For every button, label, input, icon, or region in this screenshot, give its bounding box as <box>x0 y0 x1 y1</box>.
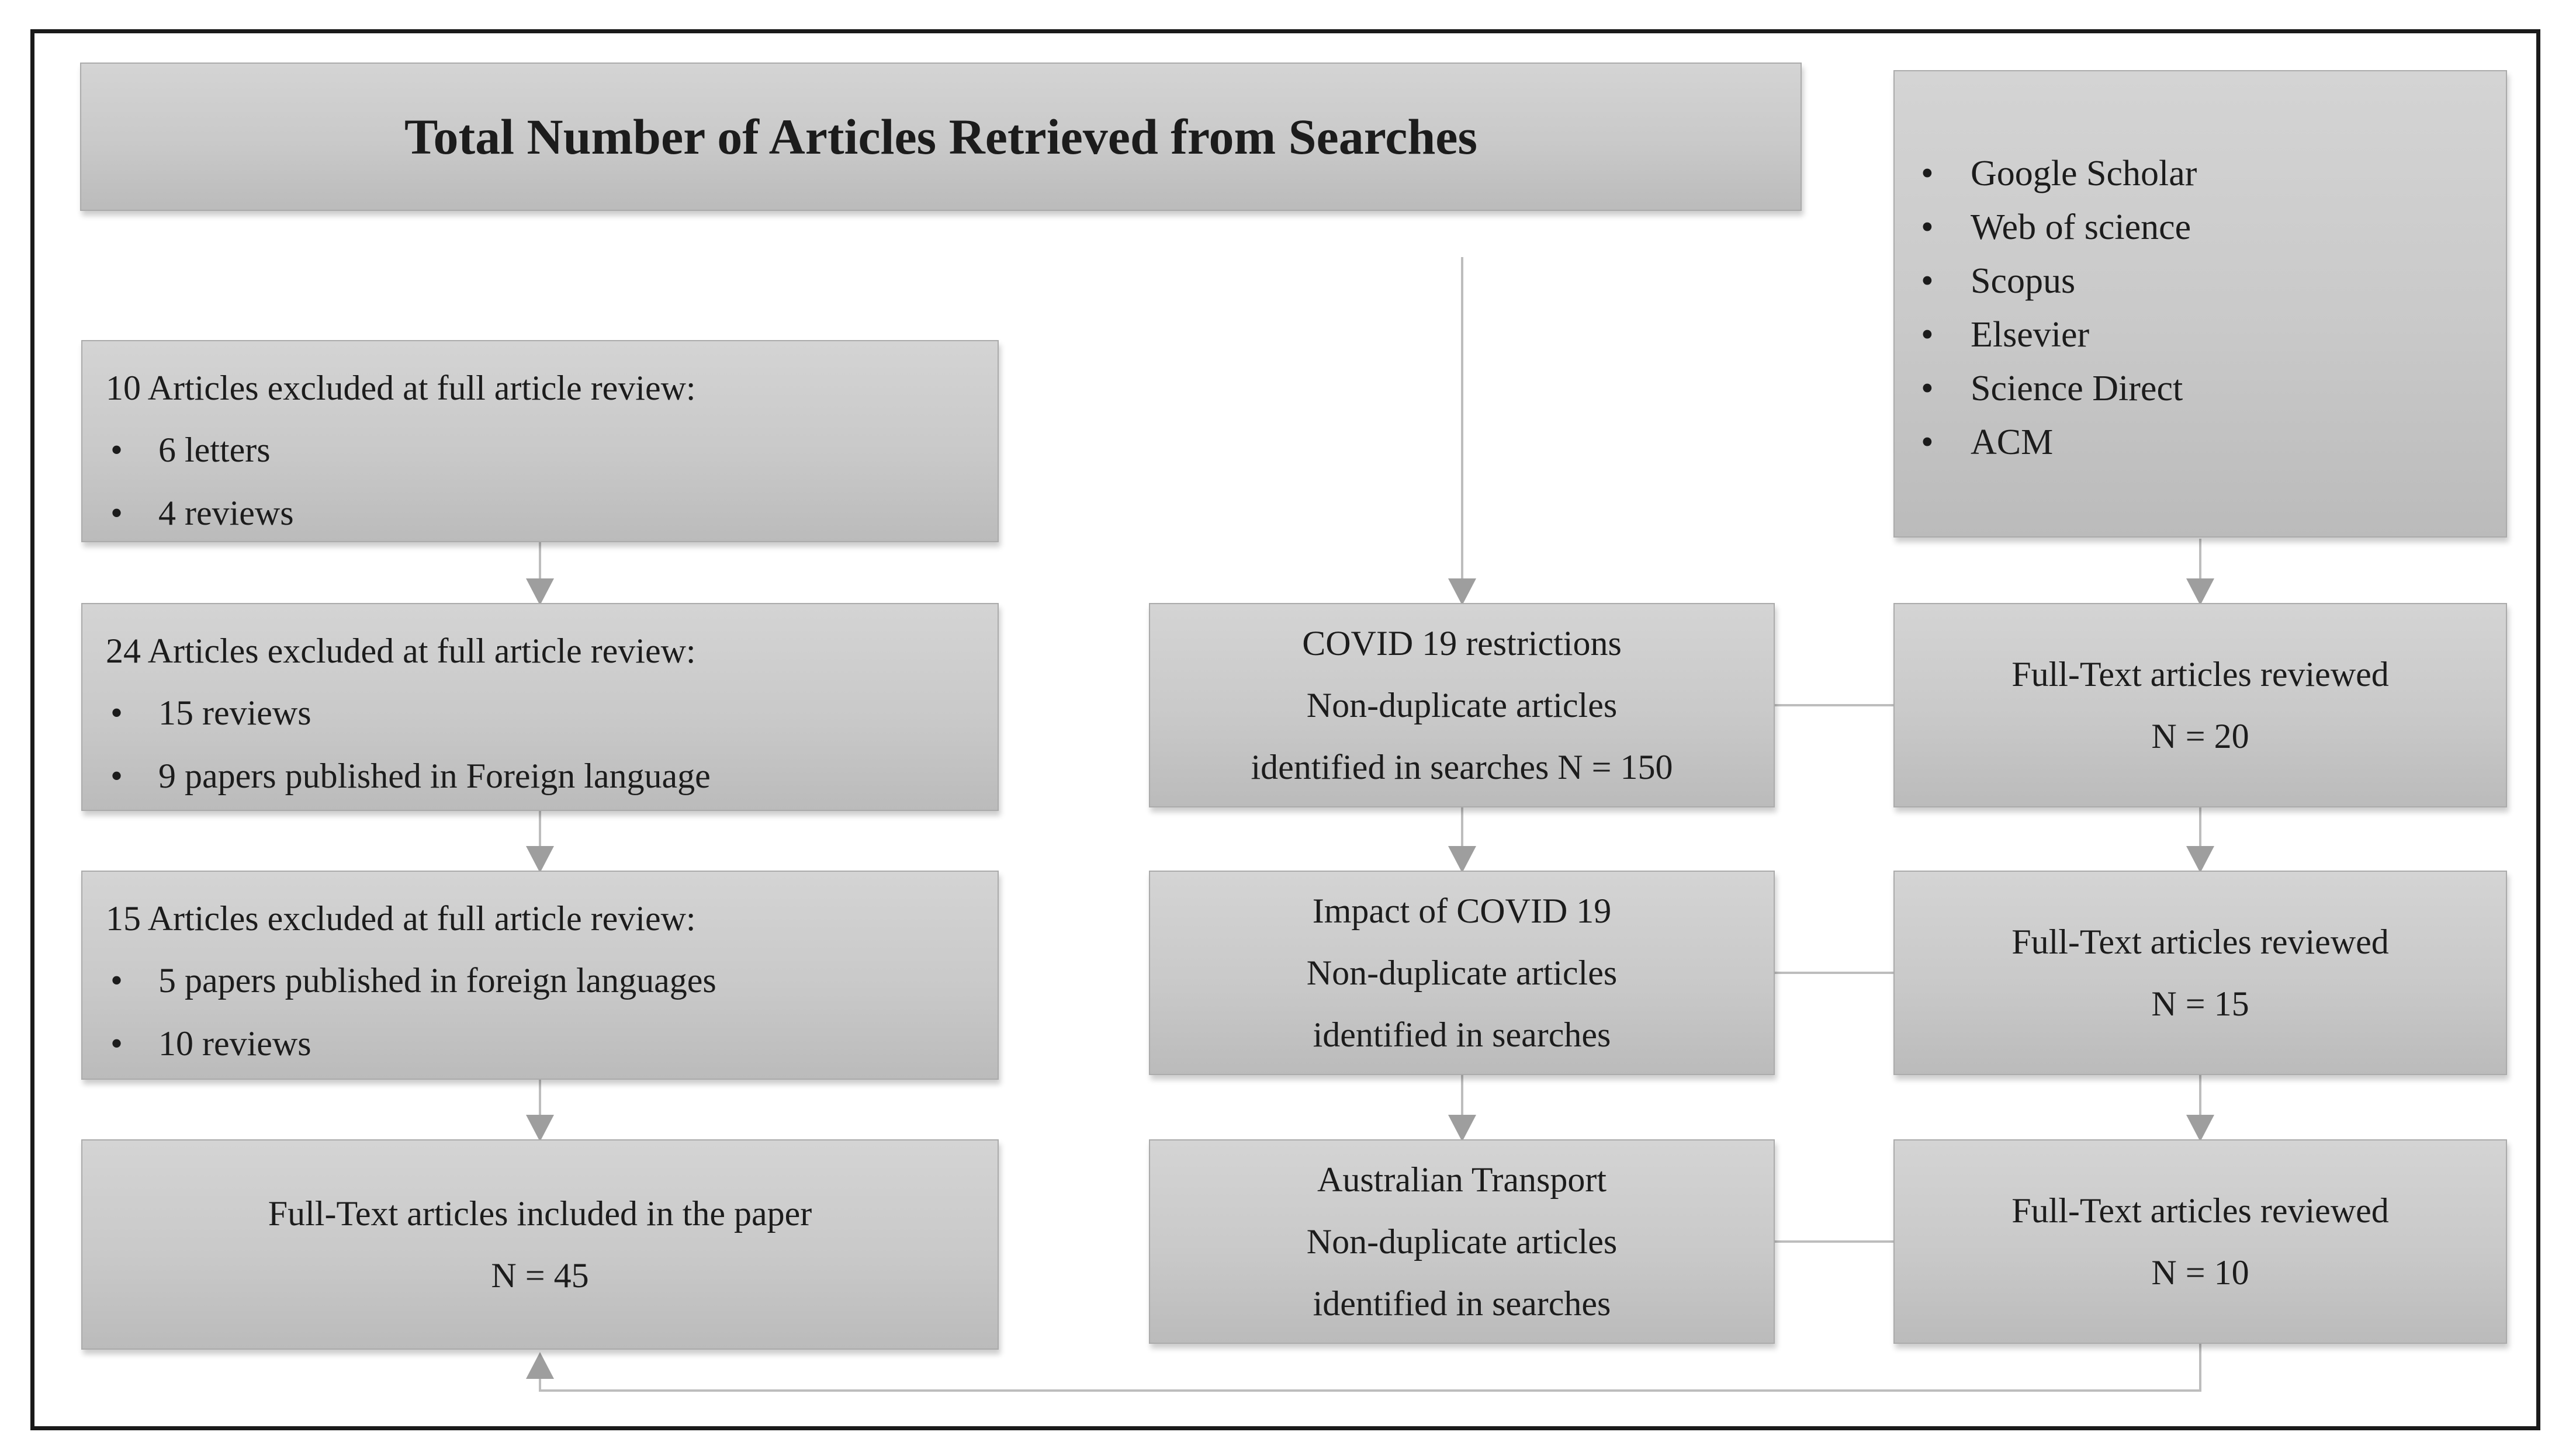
bullet-icon: • <box>1921 154 1934 193</box>
arrowhead-down-icon <box>1448 1115 1476 1142</box>
bullet-icon: • <box>1921 315 1934 355</box>
excluded-detail: 9 papers published in Foreign language <box>158 757 711 795</box>
page-title: Total Number of Articles Retrieved from … <box>404 109 1477 165</box>
excluded-box-2: 24 Articles excluded at full article rev… <box>81 603 999 811</box>
excluded-detail: 6 letters <box>158 431 271 469</box>
bullet-icon: • <box>110 431 123 469</box>
excluded-detail: 15 reviews <box>158 694 311 732</box>
bullet-icon: • <box>110 757 123 795</box>
bullet-icon: • <box>1921 369 1934 408</box>
excluded-detail: 4 reviews <box>158 494 294 532</box>
list-item: • Science Direct <box>1895 362 2506 415</box>
list-item: • 10 reviews <box>82 1012 998 1075</box>
sources-box: • Google Scholar • Web of science • Scop… <box>1893 70 2507 538</box>
excluded-heading: 10 Articles excluded at full article rev… <box>106 369 696 407</box>
box-line: Australian Transport <box>1317 1160 1607 1199</box>
box-line: Impact of COVID 19 <box>1312 892 1612 930</box>
excluded-detail: 5 papers published in foreign languages <box>158 961 716 1000</box>
bullet-icon: • <box>110 961 123 1000</box>
source-label: Google Scholar <box>1971 154 2197 193</box>
box-line: identified in searches <box>1313 1015 1611 1054</box>
covid-restrictions-box: COVID 19 restrictions Non-duplicate arti… <box>1149 603 1775 807</box>
outer-frame <box>30 29 2540 1430</box>
list-item: • ACM <box>1895 415 2506 469</box>
included-box: Full-Text articles included in the paper… <box>81 1139 999 1350</box>
excluded-detail: 10 reviews <box>158 1024 311 1063</box>
arrowhead-down-icon <box>526 1115 554 1142</box>
bullet-icon: • <box>110 1024 123 1063</box>
source-label: Elsevier <box>1971 315 2090 355</box>
excluded-box-3: 15 Articles excluded at full article rev… <box>81 871 999 1080</box>
list-item: • Web of science <box>1895 200 2506 254</box>
box-line: COVID 19 restrictions <box>1302 624 1622 663</box>
included-count: N = 45 <box>491 1256 589 1295</box>
reviewed-count: N = 15 <box>2151 984 2249 1023</box>
box-line: identified in searches <box>1313 1284 1611 1323</box>
arrowhead-down-icon <box>2186 846 2214 873</box>
source-label: Science Direct <box>1971 369 2183 408</box>
reviewed-box-3: Full-Text articles reviewed N = 10 <box>1893 1139 2507 1344</box>
arrowhead-down-icon <box>526 846 554 873</box>
list-item: • 5 papers published in foreign language… <box>82 949 998 1012</box>
bullet-icon: • <box>1921 261 1934 301</box>
bullet-icon: • <box>1921 422 1934 462</box>
arrowhead-down-icon <box>1448 846 1476 873</box>
source-label: ACM <box>1971 422 2054 462</box>
arrowhead-down-icon <box>526 578 554 605</box>
australian-transport-box: Australian Transport Non-duplicate artic… <box>1149 1139 1775 1344</box>
reviewed-count: N = 20 <box>2151 717 2249 755</box>
connector-r3-to-included <box>539 1344 2201 1392</box>
excluded-heading: 24 Articles excluded at full article rev… <box>106 632 696 670</box>
list-item: • 4 reviews <box>82 481 998 545</box>
list-item: • Google Scholar <box>1895 147 2506 200</box>
excluded-box-1: 10 Articles excluded at full article rev… <box>81 340 999 542</box>
box-line: Non-duplicate articles <box>1306 1222 1618 1261</box>
list-item: • 9 papers published in Foreign language <box>82 744 998 807</box>
reviewed-line: Full-Text articles reviewed <box>2011 1191 2389 1230</box>
included-line: Full-Text articles included in the paper <box>268 1194 812 1233</box>
list-item: • 6 letters <box>82 418 998 481</box>
reviewed-box-2: Full-Text articles reviewed N = 15 <box>1893 871 2507 1075</box>
title-box: Total Number of Articles Retrieved from … <box>80 63 1802 211</box>
reviewed-count: N = 10 <box>2151 1253 2249 1292</box>
bullet-icon: • <box>1921 207 1934 247</box>
box-line: Non-duplicate articles <box>1306 954 1618 992</box>
list-item: • 15 reviews <box>82 681 998 744</box>
list-item: • Elsevier <box>1895 308 2506 362</box>
source-label: Web of science <box>1971 207 2191 247</box>
reviewed-box-1: Full-Text articles reviewed N = 20 <box>1893 603 2507 807</box>
arrowhead-down-icon <box>2186 1115 2214 1142</box>
list-item: • Scopus <box>1895 254 2506 308</box>
arrowhead-up-icon <box>526 1352 554 1379</box>
reviewed-line: Full-Text articles reviewed <box>2011 655 2389 694</box>
reviewed-line: Full-Text articles reviewed <box>2011 923 2389 961</box>
box-line: Non-duplicate articles <box>1306 686 1618 724</box>
impact-covid-box: Impact of COVID 19 Non-duplicate article… <box>1149 871 1775 1075</box>
bullet-icon: • <box>110 494 123 532</box>
bullet-icon: • <box>110 694 123 732</box>
box-line: identified in searches N = 150 <box>1251 748 1673 786</box>
excluded-heading: 15 Articles excluded at full article rev… <box>106 899 696 938</box>
arrowhead-down-icon <box>1448 578 1476 605</box>
arrowhead-down-icon <box>2186 578 2214 605</box>
source-label: Scopus <box>1971 261 2076 301</box>
